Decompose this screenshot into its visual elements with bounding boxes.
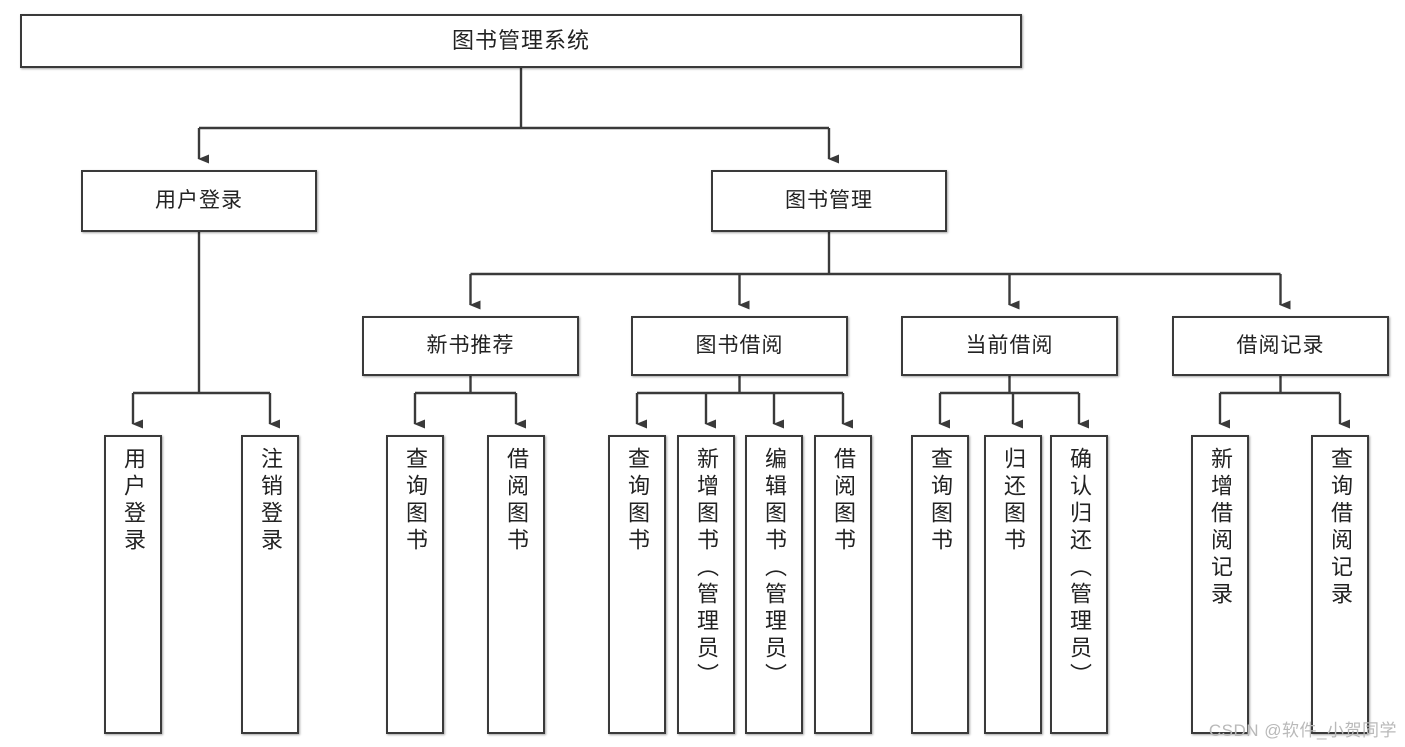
node-label: 图书管理 [785, 188, 873, 212]
node-label: 图书借阅 [695, 333, 784, 357]
node-leaf-add-book[interactable]: 新增图书（管理员） [677, 435, 735, 734]
node-leaf-borrow-book-1[interactable]: 借阅图书 [487, 435, 545, 734]
node-new-book-rec[interactable]: 新书推荐 [362, 316, 579, 376]
node-label: 查询图书 [625, 447, 650, 555]
node-leaf-logout[interactable]: 注销登录 [241, 435, 299, 734]
node-label: 当前借阅 [965, 333, 1054, 357]
node-label: 查询图书 [403, 447, 428, 555]
node-user-login[interactable]: 用户登录 [81, 170, 317, 232]
node-label: 注销登录 [258, 447, 283, 555]
node-label: 查询图书 [928, 447, 953, 555]
csdn-watermark: CSDN @软件_小贺同学 [1208, 721, 1397, 740]
node-current-borrow[interactable]: 当前借阅 [901, 316, 1118, 376]
node-label: 用户登录 [121, 447, 146, 555]
node-book-borrow[interactable]: 图书借阅 [631, 316, 848, 376]
node-leaf-edit-book[interactable]: 编辑图书（管理员） [745, 435, 803, 734]
node-label: 归还图书 [1001, 447, 1026, 555]
node-label: 借阅图书 [831, 447, 856, 555]
node-label: 新增借阅记录 [1208, 447, 1233, 609]
node-label: 新增图书（管理员） [694, 447, 719, 690]
node-leaf-query-record[interactable]: 查询借阅记录 [1311, 435, 1369, 734]
node-leaf-add-record[interactable]: 新增借阅记录 [1191, 435, 1249, 734]
node-label: 图书管理系统 [451, 28, 590, 54]
node-leaf-return-book[interactable]: 归还图书 [984, 435, 1042, 734]
node-leaf-query-book-2[interactable]: 查询图书 [608, 435, 666, 734]
node-leaf-query-book-1[interactable]: 查询图书 [386, 435, 444, 734]
node-label: 确认归还（管理员） [1067, 447, 1092, 690]
node-label: 借阅记录 [1236, 333, 1325, 357]
node-leaf-borrow-book-2[interactable]: 借阅图书 [814, 435, 872, 734]
node-borrow-record[interactable]: 借阅记录 [1172, 316, 1389, 376]
node-label: 用户登录 [155, 188, 243, 212]
node-root[interactable]: 图书管理系统 [20, 14, 1022, 68]
node-label: 借阅图书 [504, 447, 529, 555]
node-leaf-confirm-ret[interactable]: 确认归还（管理员） [1050, 435, 1108, 734]
node-label: 新书推荐 [426, 333, 515, 357]
node-book-manage[interactable]: 图书管理 [711, 170, 947, 232]
node-leaf-query-book-3[interactable]: 查询图书 [911, 435, 969, 734]
node-label: 编辑图书（管理员） [762, 447, 787, 690]
node-label: 查询借阅记录 [1328, 447, 1353, 609]
node-leaf-user-login[interactable]: 用户登录 [104, 435, 162, 734]
